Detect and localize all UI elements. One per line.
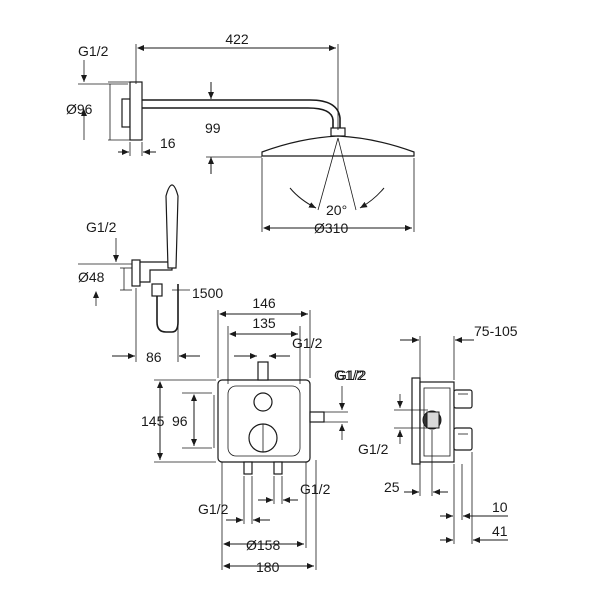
rain-shower-head [261, 135, 415, 157]
depth-25-label: 25 [384, 479, 400, 495]
bottom-right-inlet-label: G1/2 [300, 481, 331, 497]
hose-connector [151, 283, 163, 297]
depth-41-label: 41 [492, 523, 508, 539]
height-drop-label: 99 [205, 120, 221, 136]
side-outlet-label: G1/2 [334, 367, 365, 383]
outlet-diameter-label: Ø48 [78, 269, 105, 285]
bottom-left-inlet-label: G1/2 [198, 501, 229, 517]
box-width-label: 146 [252, 295, 276, 311]
box-inner-width-label: 135 [252, 315, 276, 331]
hand-shower-connection-label: G1/2 [86, 219, 117, 235]
inner-height-label: 96 [172, 413, 188, 429]
side-outlet-stub [309, 411, 325, 423]
top-outlet-label: G1/2 [292, 335, 323, 351]
thermostat-front-view: 146 135 G1/2 G1/2 145 96 G1/2 G1/2 [141, 295, 365, 575]
plate-width-label: 180 [256, 559, 280, 575]
box-height-label: 145 [141, 413, 165, 429]
side-wall-plate [411, 377, 421, 465]
thermostat-side-view: 75-105 G1/2 G1/2 25 10 41 [336, 323, 518, 544]
shower-arm [142, 99, 341, 128]
wall-flange-diameter-label: Ø96 [66, 101, 93, 117]
flange-depth-label: 16 [160, 135, 176, 151]
side-port-top [453, 389, 473, 409]
hand-shower-handset [165, 184, 179, 269]
arm-length-label: 422 [225, 31, 249, 47]
install-depth-label: 75-105 [474, 323, 518, 339]
diverter-knob [253, 392, 273, 412]
side-inlet-label: G1/2 [336, 367, 367, 383]
shower-head-assembly: 422 G1/2 Ø96 99 16 20° Ø310 [66, 31, 415, 236]
bottom-left-inlet-stub [243, 461, 253, 475]
shower-arm-wall-plate [129, 81, 143, 141]
depth-10-label: 10 [492, 499, 508, 515]
hand-shower-holder [139, 261, 173, 283]
hand-shower-assembly: G1/2 Ø48 1500 86 [78, 184, 223, 365]
hand-shower-wall-outlet [131, 259, 141, 287]
shower-arm-wall-flange [121, 98, 131, 128]
plate-diameter-label: Ø158 [246, 537, 280, 553]
thermostat-inner-plate [227, 385, 301, 457]
shower-connection-label: G1/2 [78, 43, 109, 59]
bottom-right-inlet-stub [273, 461, 283, 475]
hose-length-label: 1500 [192, 285, 223, 301]
head-diameter-label: Ø310 [314, 220, 348, 236]
projection-label: 86 [146, 349, 162, 365]
side-port-bottom [453, 427, 473, 451]
top-outlet-stub [257, 361, 269, 381]
side-outlet-lower-label: G1/2 [358, 441, 389, 457]
tilt-angle-label: 20° [326, 202, 347, 218]
